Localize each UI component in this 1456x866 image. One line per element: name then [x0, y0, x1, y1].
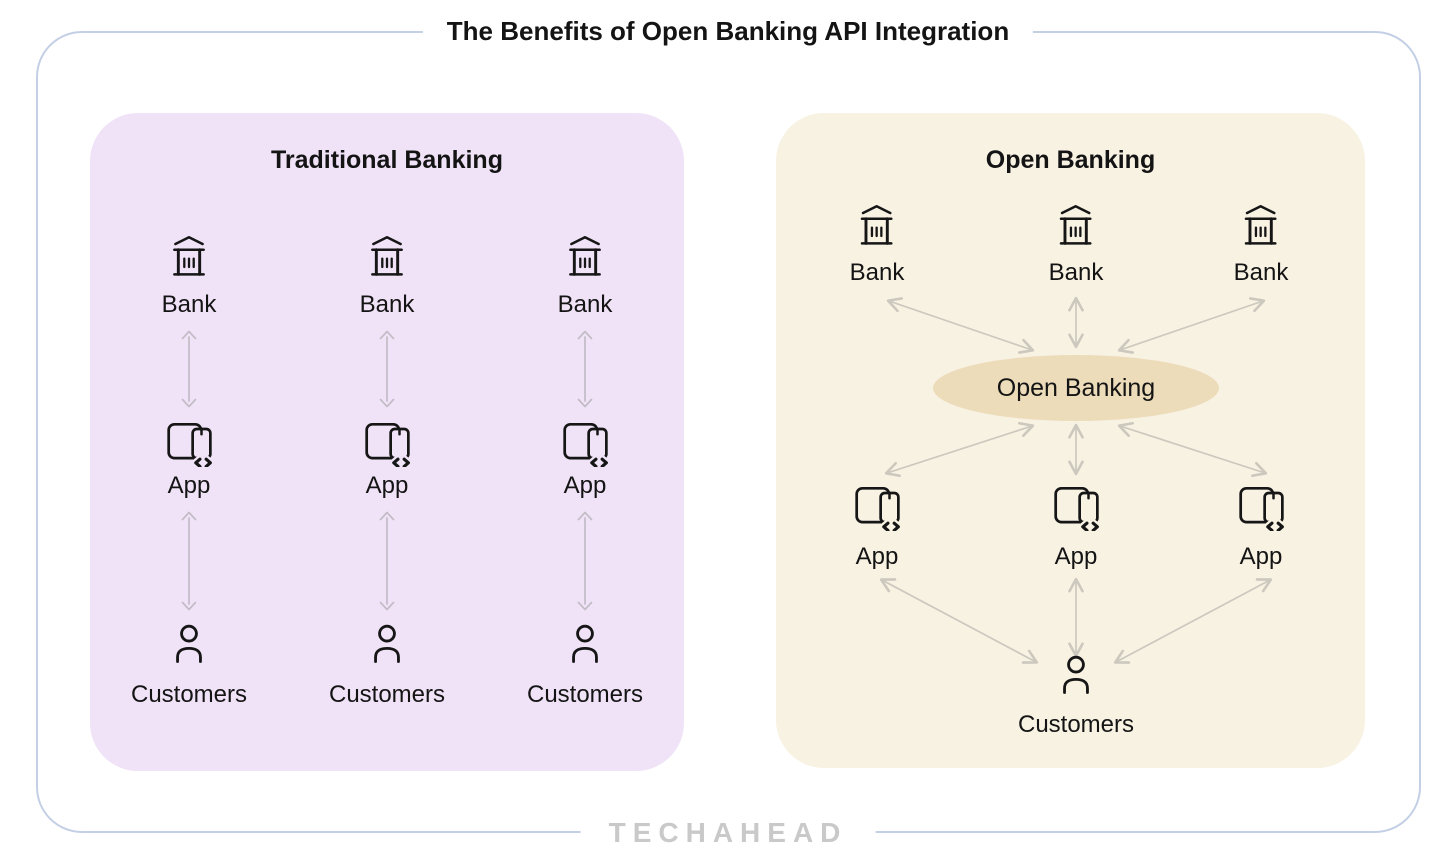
- traditional-column-1: Bank App Customers: [90, 232, 288, 710]
- open-bank-node-2: Bank: [1048, 201, 1104, 288]
- bank-icon: [370, 235, 404, 276]
- traditional-column-2: Bank App Customers: [288, 232, 486, 710]
- bank-label: Bank: [359, 291, 415, 318]
- arrow-bank1-hub: [886, 297, 1035, 354]
- customers-label: Customers: [328, 681, 446, 708]
- customers-icon: [1063, 655, 1089, 694]
- app-icon: [1051, 481, 1101, 531]
- open-app-node-2: App: [1051, 481, 1101, 572]
- open-customers-node: Customers: [1018, 651, 1134, 740]
- arrow-bank-app: [379, 330, 395, 408]
- app-icon: [362, 417, 412, 467]
- connection-arrows: [879, 296, 1273, 664]
- bank-icon: [568, 235, 602, 276]
- customers-label: Customers: [130, 681, 248, 708]
- bank-icon: [1244, 204, 1278, 245]
- open-banking-hub: Open Banking: [933, 355, 1219, 421]
- customers-icon: [374, 624, 400, 663]
- app-icon: [1236, 481, 1286, 531]
- app-label: App: [365, 472, 409, 499]
- app-label: App: [1054, 543, 1098, 570]
- traditional-columns: Bank App Customers Bank App Customers: [90, 232, 684, 710]
- arrow-app-customers: [181, 511, 197, 611]
- arrow-app-customers: [379, 511, 395, 611]
- app-label: App: [167, 472, 211, 499]
- bank-label: Bank: [557, 291, 613, 318]
- bank-label: Bank: [849, 259, 905, 286]
- arrow-app3-customers: [1113, 578, 1273, 664]
- open-banking-panel: Open Banking Bank: [776, 113, 1365, 768]
- arrow-bank3-hub: [1117, 297, 1266, 354]
- traditional-column-3: Bank App Customers: [486, 232, 684, 710]
- app-label: App: [855, 543, 899, 570]
- customers-label: Customers: [526, 681, 644, 708]
- arrow-app-customers: [577, 511, 593, 611]
- bank-label: Bank: [1048, 259, 1104, 286]
- page-title: The Benefits of Open Banking API Integra…: [422, 12, 1034, 50]
- open-bank-node-1: Bank: [849, 201, 905, 288]
- arrow-hub-app3: [1117, 421, 1268, 478]
- arrow-bank-app: [577, 330, 593, 408]
- arrow-bank-app: [181, 330, 197, 408]
- app-icon: [852, 481, 902, 531]
- brand-logo: TECHAHEAD: [580, 815, 876, 851]
- arrow-app1-customers: [879, 578, 1039, 664]
- app-icon: [560, 417, 610, 467]
- app-icon: [164, 417, 214, 467]
- customers-icon: [176, 624, 202, 663]
- open-app-node-1: App: [852, 481, 902, 572]
- open-panel-title: Open Banking: [985, 146, 1156, 174]
- app-label: App: [563, 472, 607, 499]
- bank-icon: [172, 235, 206, 276]
- customers-label: Customers: [1017, 711, 1135, 738]
- open-app-node-3: App: [1236, 481, 1286, 572]
- bank-icon: [860, 204, 894, 245]
- bank-icon: [1059, 204, 1093, 245]
- bank-label: Bank: [161, 291, 217, 318]
- bank-label: Bank: [1233, 259, 1289, 286]
- traditional-banking-panel: Traditional Banking Bank App Customers B…: [90, 113, 684, 771]
- traditional-panel-title: Traditional Banking: [271, 146, 503, 174]
- customers-icon: [572, 624, 598, 663]
- arrow-hub-app1: [884, 421, 1035, 478]
- app-label: App: [1239, 543, 1283, 570]
- open-bank-node-3: Bank: [1233, 201, 1289, 288]
